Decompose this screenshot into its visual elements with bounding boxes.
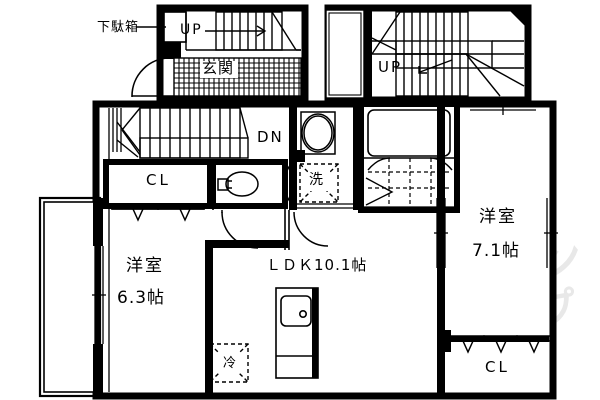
bathtub xyxy=(367,109,451,157)
balcony-left-sliding-door xyxy=(92,246,106,344)
entrance-stair-arrow xyxy=(205,25,267,37)
balcony-left-outline xyxy=(38,196,102,398)
western-room-left xyxy=(111,203,205,210)
main-unit-walls xyxy=(38,100,557,400)
washroom xyxy=(288,104,361,250)
washbasin xyxy=(300,111,336,155)
label-room-right-name: 洋室 xyxy=(479,207,517,227)
kitchen-sink-unit xyxy=(275,287,319,379)
label-room-left-name: 洋室 xyxy=(126,256,164,276)
interior-stair-dn xyxy=(108,107,249,392)
label-up-entrance: UP xyxy=(180,22,203,38)
label-room-right-size: 7.1帖 xyxy=(472,241,521,261)
common-stair-treads-lower xyxy=(395,53,469,97)
room-left-closet-doors xyxy=(111,203,205,210)
label-ldk: ＬＤＫ10.1帖 xyxy=(266,256,368,274)
genkan-tile-floor xyxy=(173,57,302,97)
entrance-wall-nib xyxy=(161,42,181,59)
window-room-right xyxy=(544,198,558,268)
closet-right-top-wall xyxy=(445,336,549,342)
wall-ldk-left xyxy=(205,240,213,396)
entrance-block xyxy=(131,4,309,104)
label-closet-left: CL xyxy=(146,171,171,189)
entrance-outer-wall xyxy=(156,4,309,104)
label-washing-machine: 洗 xyxy=(309,172,324,188)
washroom-sliding-door xyxy=(297,203,353,209)
western-room-right xyxy=(434,198,558,354)
toilet-fixture xyxy=(217,171,259,197)
label-dn: DN xyxy=(257,128,284,146)
label-refrigerator: 冷 xyxy=(223,356,238,371)
common-stair-block xyxy=(324,4,532,104)
label-closet-right: CL xyxy=(485,358,510,376)
window-upper-left xyxy=(112,108,122,152)
label-up-common: UP xyxy=(378,58,403,76)
label-room-left-size: 6.3帖 xyxy=(117,288,166,308)
closet-right-folding-doors xyxy=(450,335,551,354)
window-room-right-left xyxy=(434,198,448,268)
refrigerator-space xyxy=(209,343,249,383)
label-genkan: 玄関 xyxy=(202,59,235,77)
common-stair-arrow xyxy=(418,59,453,74)
washroom-door-swing xyxy=(293,211,329,247)
washing-machine-space xyxy=(299,163,339,203)
window-ldk-top xyxy=(470,101,536,115)
toilet-room xyxy=(210,159,294,250)
label-shoe-cabinet: 下駄箱 xyxy=(97,20,140,35)
